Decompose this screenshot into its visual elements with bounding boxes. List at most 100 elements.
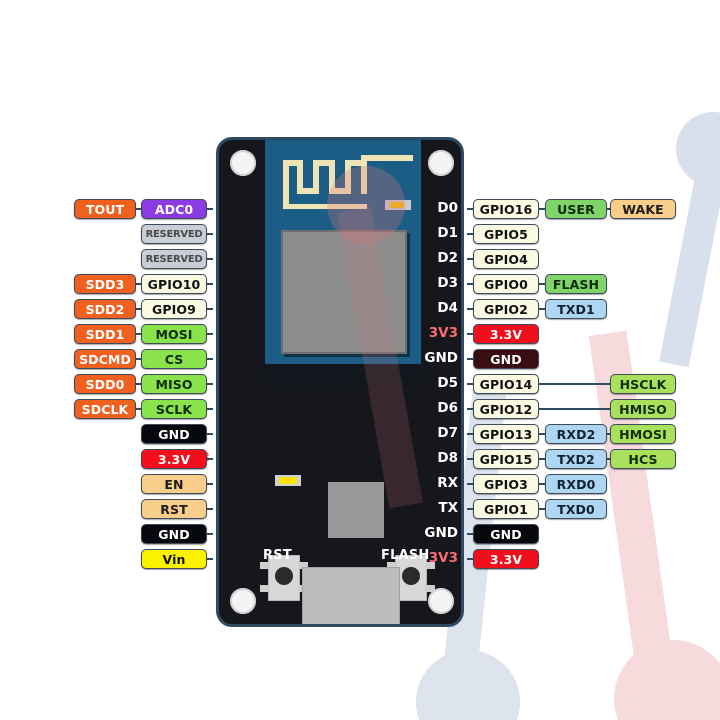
flash-button[interactable]	[387, 555, 435, 601]
connector-wire	[467, 358, 473, 360]
wifi-antenna-icon	[283, 150, 413, 215]
connector-wire	[207, 433, 213, 435]
badge-3-3v[interactable]: 3.3V	[473, 549, 539, 569]
badge-gpio0[interactable]: GPIO0	[473, 274, 539, 294]
connector-wire	[539, 383, 610, 385]
connector-wire	[539, 283, 545, 285]
badge-sdd3[interactable]: SDD3	[74, 274, 136, 294]
badge-wake[interactable]: WAKE	[610, 199, 676, 219]
pin-name-d4-right: D4	[437, 300, 458, 316]
connector-wire	[467, 208, 473, 210]
power-led-icon	[275, 475, 301, 486]
badge-gpio4[interactable]: GPIO4	[473, 249, 539, 269]
badge-txd1[interactable]: TXD1	[545, 299, 607, 319]
badge-gpio14[interactable]: GPIO14	[473, 374, 539, 394]
pin-name-d5-right: D5	[437, 375, 458, 391]
connector-wire	[207, 558, 213, 560]
connector-wire	[539, 508, 545, 510]
usb-serial-chip-icon	[328, 482, 384, 538]
mounting-hole-icon	[428, 150, 454, 176]
esp8266-shield-can-icon	[281, 230, 407, 354]
connector-wire	[607, 208, 610, 210]
badge-sdd2[interactable]: SDD2	[74, 299, 136, 319]
badge-txd0[interactable]: TXD0	[545, 499, 607, 519]
badge-rxd2[interactable]: RXD2	[545, 424, 607, 444]
badge-en[interactable]: EN	[141, 474, 207, 494]
reset-button-nub	[275, 567, 293, 585]
connector-wire	[136, 408, 141, 410]
connector-wire	[136, 333, 141, 335]
connector-wire	[207, 458, 213, 460]
badge-sdd0[interactable]: SDD0	[74, 374, 136, 394]
badge-flash[interactable]: FLASH	[545, 274, 607, 294]
connector-wire	[207, 258, 213, 260]
pin-name-d3-right: D3	[437, 275, 458, 291]
pin-name-gnd-right: GND	[424, 350, 458, 366]
badge-gnd[interactable]: GND	[141, 524, 207, 544]
badge-3-3v[interactable]: 3.3V	[141, 449, 207, 469]
connector-wire	[136, 358, 141, 360]
badge-gnd[interactable]: GND	[141, 424, 207, 444]
flash-button-label: FLASH	[381, 548, 430, 563]
badge-hcs[interactable]: HCS	[610, 449, 676, 469]
badge-mosi[interactable]: MOSI	[141, 324, 207, 344]
badge-cs[interactable]: CS	[141, 349, 207, 369]
connector-wire	[539, 208, 545, 210]
badge-hsclk[interactable]: HSCLK	[610, 374, 676, 394]
connector-wire	[207, 233, 213, 235]
badge-sdclk[interactable]: SDCLK	[74, 399, 136, 419]
connector-wire	[207, 208, 213, 210]
pin-name-d6-right: D6	[437, 400, 458, 416]
badge-sdd1[interactable]: SDD1	[74, 324, 136, 344]
connector-wire	[607, 433, 610, 435]
badge-rxd0[interactable]: RXD0	[545, 474, 607, 494]
badge-gpio13[interactable]: GPIO13	[473, 424, 539, 444]
pin-name-d7-right: D7	[437, 425, 458, 441]
badge-gnd[interactable]: GND	[473, 349, 539, 369]
badge-gpio16[interactable]: GPIO16	[473, 199, 539, 219]
badge-txd2[interactable]: TXD2	[545, 449, 607, 469]
connector-wire	[467, 308, 473, 310]
badge-reserved[interactable]: RESERVED	[141, 224, 207, 244]
pin-name-tx-right: TX	[438, 500, 458, 516]
connector-wire	[207, 358, 213, 360]
badge-hmiso[interactable]: HMISO	[610, 399, 676, 419]
badge-gpio10[interactable]: GPIO10	[141, 274, 207, 294]
badge-adc0[interactable]: ADC0	[141, 199, 207, 219]
badge-gpio2[interactable]: GPIO2	[473, 299, 539, 319]
badge-gpio3[interactable]: GPIO3	[473, 474, 539, 494]
badge-gpio5[interactable]: GPIO5	[473, 224, 539, 244]
pin-name-rx-right: RX	[437, 475, 458, 491]
badge-gpio12[interactable]: GPIO12	[473, 399, 539, 419]
connector-wire	[539, 483, 545, 485]
badge-rst[interactable]: RST	[141, 499, 207, 519]
mounting-hole-icon	[428, 588, 454, 614]
connector-wire	[539, 433, 545, 435]
connector-wire	[207, 283, 213, 285]
connector-wire	[539, 458, 545, 460]
badge-hmosi[interactable]: HMOSI	[610, 424, 676, 444]
badge-gpio15[interactable]: GPIO15	[473, 449, 539, 469]
badge-user[interactable]: USER	[545, 199, 607, 219]
badge-gpio1[interactable]: GPIO1	[473, 499, 539, 519]
badge-gnd[interactable]: GND	[473, 524, 539, 544]
badge-3-3v[interactable]: 3.3V	[473, 324, 539, 344]
connector-wire	[207, 533, 213, 535]
badge-tout[interactable]: TOUT	[74, 199, 136, 219]
connector-wire	[467, 458, 473, 460]
badge-sdcmd[interactable]: SDCMD	[74, 349, 136, 369]
connector-wire	[467, 433, 473, 435]
connector-wire	[467, 408, 473, 410]
badge-reserved[interactable]: RESERVED	[141, 249, 207, 269]
badge-vin[interactable]: Vin	[141, 549, 207, 569]
pcb-dark-strip	[265, 364, 421, 386]
connector-wire	[467, 508, 473, 510]
connector-wire	[207, 408, 213, 410]
connector-wire	[467, 383, 473, 385]
connector-wire	[467, 558, 473, 560]
connector-wire	[207, 508, 213, 510]
badge-gpio9[interactable]: GPIO9	[141, 299, 207, 319]
badge-sclk[interactable]: SCLK	[141, 399, 207, 419]
badge-miso[interactable]: MISO	[141, 374, 207, 394]
